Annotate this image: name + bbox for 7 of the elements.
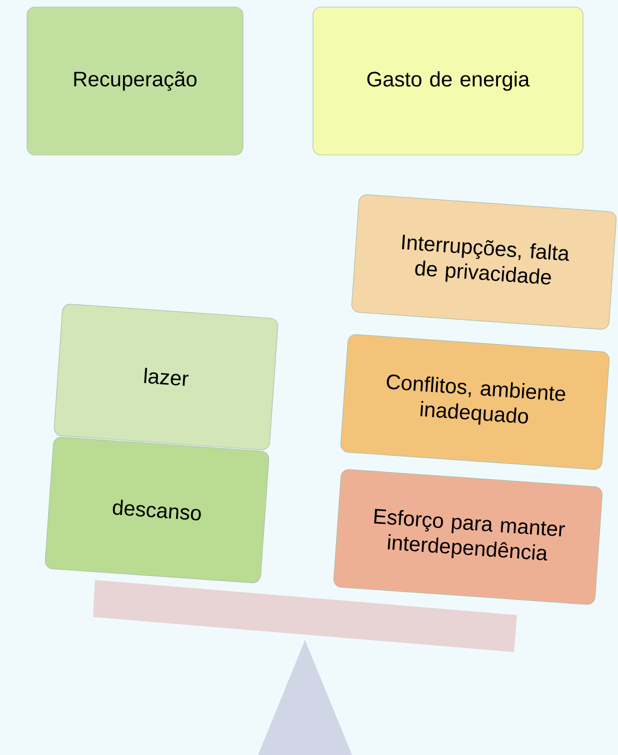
weight-box: Interrupções, falta de privacidade bbox=[351, 194, 617, 330]
heading-box: Recuperação bbox=[26, 6, 244, 156]
weight-box: Esforço para manter interdependência bbox=[333, 469, 603, 605]
heading-box: Gasto de energia bbox=[312, 6, 584, 156]
weight-box: Conflitos, ambiente inadequado bbox=[340, 334, 610, 470]
weight-box: descanso bbox=[44, 436, 270, 584]
weight-box: lazer bbox=[54, 304, 278, 450]
